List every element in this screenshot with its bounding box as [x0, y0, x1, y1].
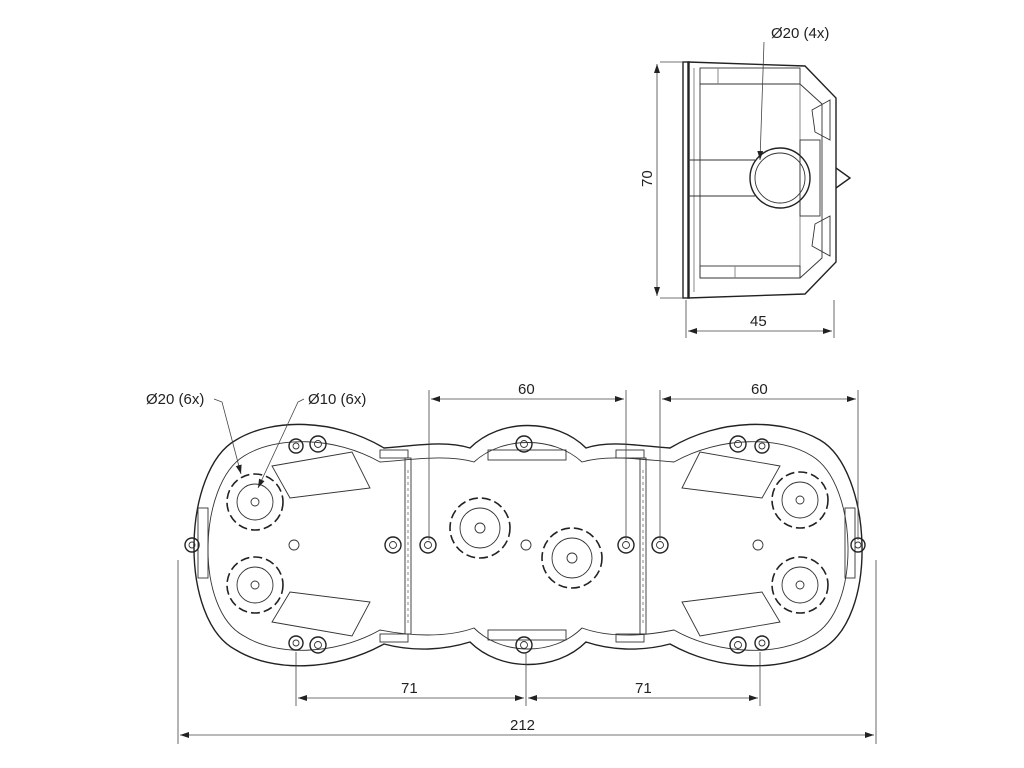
height-dimension-label: 70 — [639, 170, 656, 187]
depth-dimension-label: 45 — [750, 313, 767, 330]
front-outer-outline — [193, 423, 863, 667]
front-view: Ø20 (6x) Ø10 (6x) 60 60 71 71 212 — [146, 381, 877, 744]
side-view: Ø20 (4x) 70 45 — [639, 25, 852, 338]
knockouts-20 — [226, 471, 829, 614]
front-inner-outline — [207, 441, 849, 651]
side-knockout-20 — [749, 147, 811, 209]
dim-label-pitch-left: 71 — [401, 680, 418, 697]
hole20-label: Ø20 (6x) — [146, 391, 204, 408]
dim-label-pitch-right: 71 — [635, 680, 652, 697]
side-flange — [682, 61, 690, 299]
hole10-label: Ø10 (6x) — [308, 391, 366, 408]
dim-label-right-60: 60 — [751, 381, 768, 398]
side-hole-label: Ø20 (4x) — [771, 25, 829, 42]
dim-label-overall: 212 — [510, 717, 535, 734]
side-inner-wall — [700, 83, 823, 279]
dim-label-left-60: 60 — [518, 381, 535, 398]
screw-posts — [184, 435, 866, 654]
